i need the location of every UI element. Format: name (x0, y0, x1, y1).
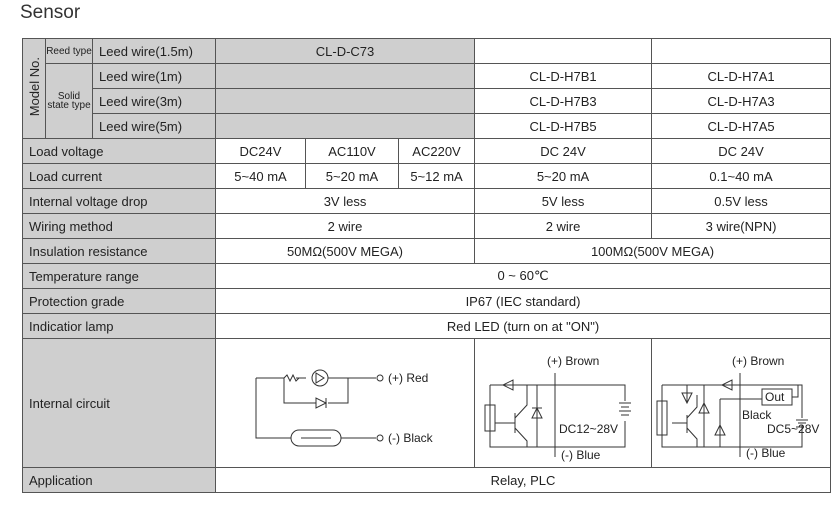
row-label: Leed wire(1m) (92, 63, 216, 89)
value-cell: 100MΩ(500V MEGA) (474, 238, 832, 264)
row-label: Load current (22, 163, 216, 189)
row-label: Leed wire(3m) (92, 88, 216, 114)
row-label: Internal circuit (22, 338, 216, 468)
value-cell: Red LED (turn on at "ON") (214, 313, 832, 339)
minus-blue-label: (-) Blue (561, 448, 601, 462)
model-cell (214, 113, 476, 139)
value-cell: IP67 (IEC standard) (214, 288, 832, 314)
value-cell: AC220V (397, 138, 476, 164)
sensor-spec-table: Model No. Reed type Leed wire(1.5m) CL-D… (22, 38, 832, 493)
value-cell: DC24V (215, 138, 306, 164)
black-label: Black (742, 408, 772, 422)
plus-red-label: (+) Red (388, 371, 428, 385)
model-cell: CL-D-H7A3 (651, 88, 832, 114)
supply-label: DC5~28V (767, 422, 819, 436)
value-cell: DC 24V (474, 138, 653, 164)
row-label: Protection grade (22, 288, 216, 314)
solid-type-label: Solid state type (45, 63, 93, 139)
plus-brown-label: (+) Brown (547, 354, 599, 368)
value-cell: 5~40 mA (215, 163, 306, 189)
row-label: Indicatior lamp (22, 313, 216, 339)
row-label: Application (22, 467, 216, 493)
model-cell: CL-D-H7B1 (474, 63, 653, 89)
model-cell: CL-D-H7B5 (474, 113, 653, 139)
minus-black-label: (-) Black (388, 431, 434, 445)
model-no-header: Model No. (22, 38, 46, 139)
value-cell: 5~20 mA (474, 163, 653, 189)
model-cell: CL-D-H7B3 (474, 88, 653, 114)
reed-circuit-diagram: (+) Red (-) Black (214, 338, 476, 468)
value-cell: Relay, PLC (214, 467, 832, 493)
value-cell: 0.5V less (651, 188, 832, 214)
out-label: Out (765, 390, 785, 404)
model-cell: CL-D-H7A5 (651, 113, 832, 139)
model-cell (214, 88, 476, 114)
row-label: Temperature range (22, 263, 216, 289)
row-label: Leed wire(1.5m) (92, 38, 216, 64)
value-cell: 3V less (214, 188, 476, 214)
plus-brown-label: (+) Brown (732, 354, 784, 368)
row-label: Load voltage (22, 138, 216, 164)
minus-blue-label: (-) Blue (746, 446, 786, 460)
model-cell (474, 38, 653, 64)
h7a-circuit-diagram: Out (+) Brown Black DC5~28V (-) Blue (651, 338, 832, 468)
row-label: Wiring method (22, 213, 216, 239)
model-cell (214, 63, 476, 89)
value-cell: 5~20 mA (305, 163, 399, 189)
value-cell: 5~12 mA (397, 163, 476, 189)
value-cell: DC 24V (651, 138, 832, 164)
reed-type-label: Reed type (45, 38, 93, 64)
page-title: Sensor (20, 2, 81, 23)
model-cell: CL-D-H7A1 (651, 63, 832, 89)
row-label: Insulation resistance (22, 238, 216, 264)
value-cell: 2 wire (474, 213, 653, 239)
h7b-circuit-diagram: (+) Brown DC12~28V (-) Blue (474, 338, 653, 468)
row-label: Leed wire(5m) (92, 113, 216, 139)
model-cell (651, 38, 832, 64)
row-label: Internal voltage drop (22, 188, 216, 214)
value-cell: 0 ~ 60℃ (214, 263, 832, 289)
value-cell: 3 wire(NPN) (651, 213, 832, 239)
value-cell: 5V less (474, 188, 653, 214)
value-cell: 0.1~40 mA (651, 163, 832, 189)
value-cell: 50MΩ(500V MEGA) (214, 238, 476, 264)
model-cell: CL-D-C73 (214, 38, 476, 64)
value-cell: AC110V (305, 138, 399, 164)
supply-label: DC12~28V (559, 422, 618, 436)
value-cell: 2 wire (214, 213, 476, 239)
